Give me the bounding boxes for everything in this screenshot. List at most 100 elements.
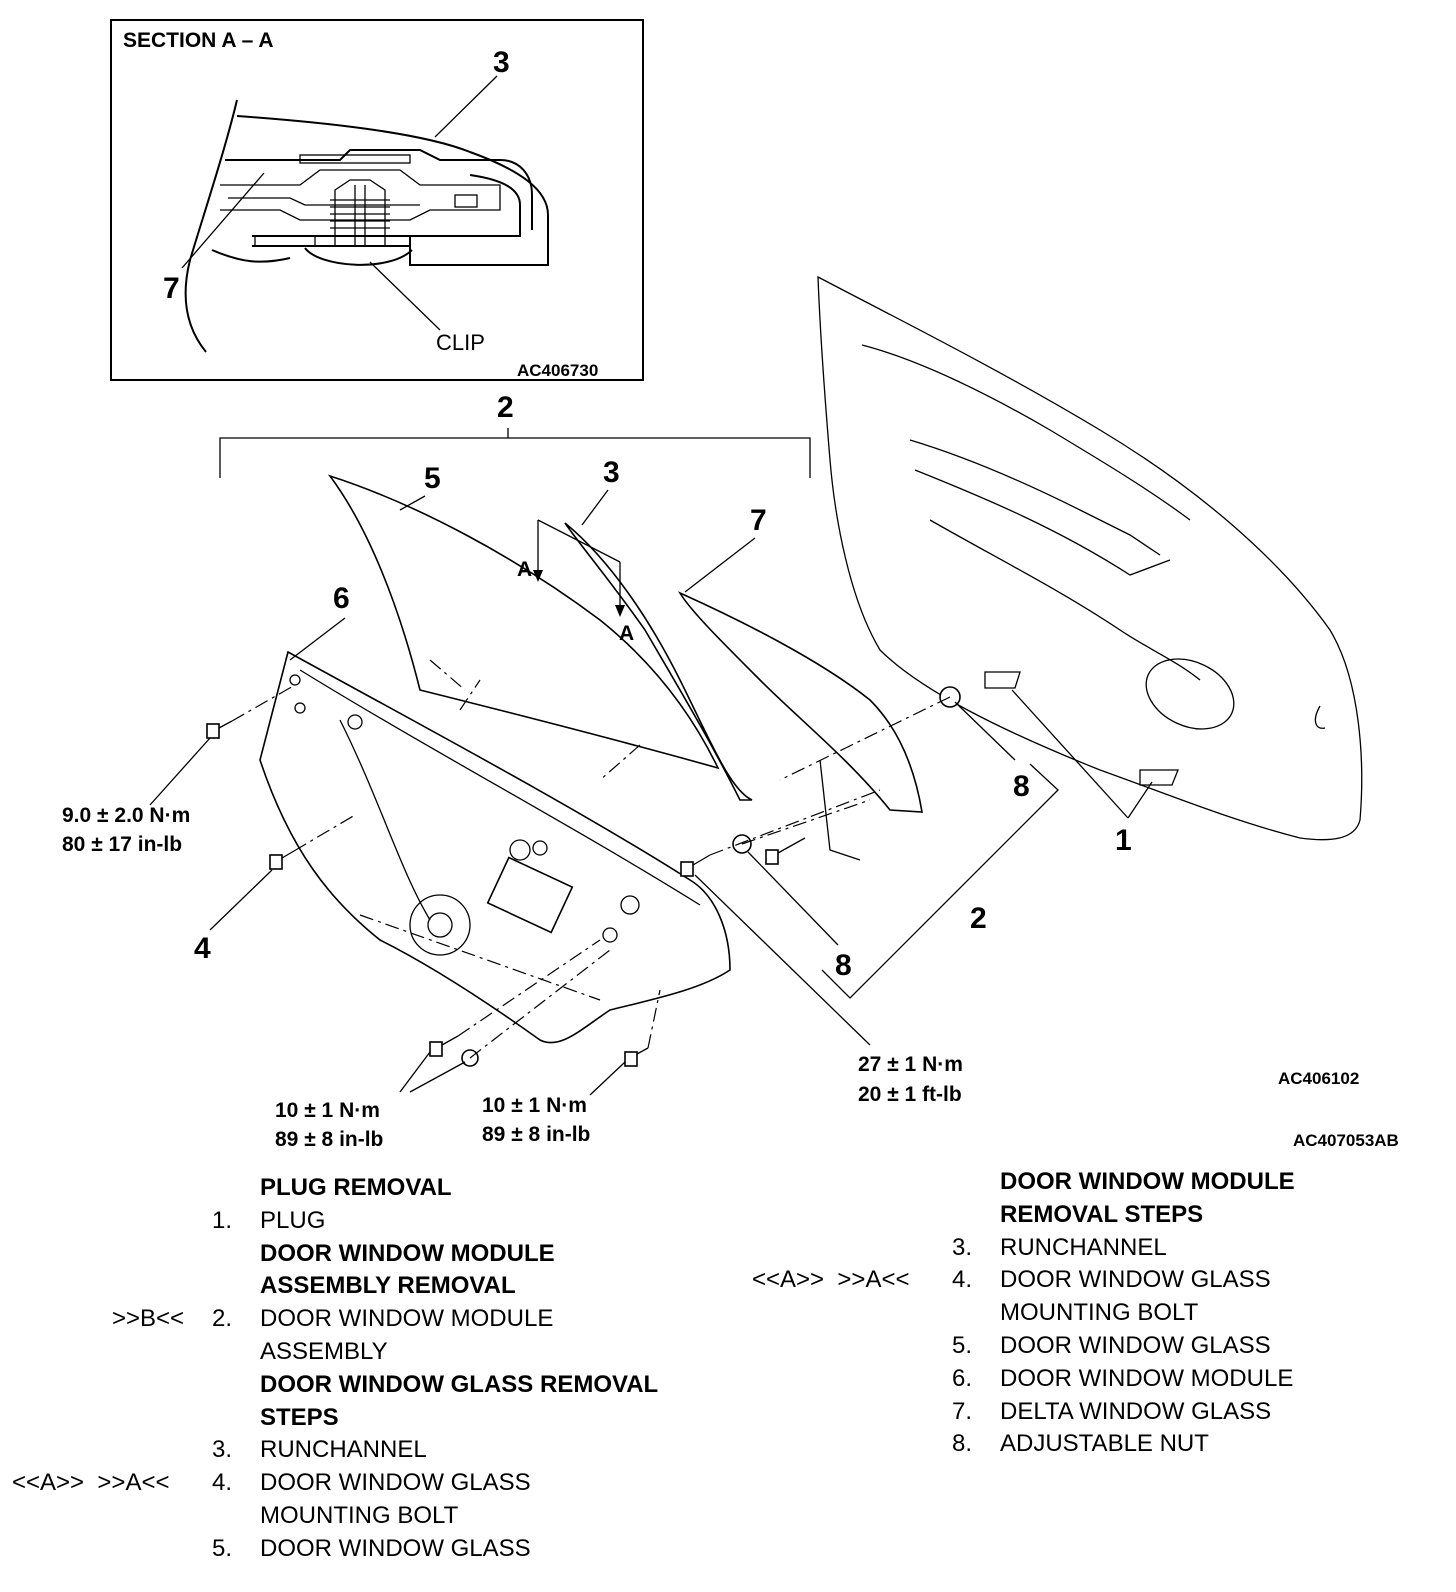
step-item: <<A>> >>A<<4.DOOR WINDOW GLASS [740,1264,1440,1297]
step-heading-text: ASSEMBLY REMOVAL [260,1272,516,1300]
section-mark-a-left: A [517,558,532,581]
window-motor [486,856,574,934]
delta-window-glass-7 [678,591,923,813]
step-heading: DOOR WINDOW MODULE [0,1238,740,1271]
exploded-diagram: SECTION A – A 3 7 CLIP AC406730 [62,19,1399,1151]
step-procedure-mark: <<A>> >>A<< [12,1469,170,1497]
steps-left-list: PLUG REMOVAL 1. PLUG DOOR WINDOW MODULE ASSE… [0,1172,740,1566]
inset-title: SECTION A – A [123,29,274,52]
step-number: 5. [212,1534,233,1562]
torque-2-inlb: 89 ± 8 in-lb [275,1128,383,1151]
step-item: 6.DOOR WINDOW MODULE [740,1363,1440,1396]
step-item: 1. PLUG [0,1205,740,1238]
inset-leader-3 [434,75,498,138]
door-inner-panel [817,275,1363,841]
step-item: >>B<< 2. DOOR WINDOW MODULE [0,1303,740,1336]
inset-clip-label: CLIP [436,330,485,355]
torque-1-inlb: 80 ± 17 in-lb [62,833,182,856]
step-text: MOUNTING BOLT [260,1501,459,1529]
torque-3-inlb: 89 ± 8 in-lb [482,1123,590,1146]
step-heading-text: REMOVAL STEPS [1000,1200,1204,1228]
figure-code-1: AC406102 [1278,1069,1359,1088]
inset-leader-7 [181,172,265,269]
inset-clip-shape [304,247,413,266]
step-number: 5. [952,1331,973,1359]
step-number: 4. [212,1469,233,1497]
steps-right-list: DOOR WINDOW MODULE REMOVAL STEPS 3. RUNCHAN… [740,1166,1440,1461]
step-item: <<A>> >>A<< 4. DOOR WINDOW GLASS [0,1467,740,1500]
step-text: RUNCHANNEL [260,1436,427,1464]
callout-5: 5 [424,462,441,495]
step-item: 3. RUNCHANNEL [0,1434,740,1467]
step-heading: DOOR WINDOW GLASS REMOVAL [0,1369,740,1402]
step-number: 4. [952,1266,973,1294]
bolt-right [765,837,806,865]
callout-2-right: 2 [970,902,987,935]
step-text: DOOR WINDOW GLASS [260,1534,531,1562]
callout-1: 1 [1115,824,1132,857]
step-heading-text: DOOR WINDOW GLASS REMOVAL [260,1370,659,1398]
section-mark-a-right: A [619,622,634,645]
step-heading-text: DOOR WINDOW MODULE [1000,1168,1295,1195]
install-lines [231,684,951,1059]
callout-7: 7 [750,504,767,537]
torque-2-nm: 10 ± 1 N·m [275,1099,380,1122]
bracket-2-top [219,428,811,478]
inset-runchannel [236,115,549,266]
torque-3-nm: 10 ± 1 N·m [482,1094,587,1117]
door-window-glass [327,474,720,781]
step-number: 3. [952,1233,973,1261]
torque-4-ftlb: 20 ± 1 ft-lb [858,1083,962,1106]
step-heading-text: DOOR WINDOW MODULE [260,1239,555,1267]
step-heading: PLUG REMOVAL [0,1172,740,1205]
inset-callout-3: 3 [493,46,510,79]
callout-2-top: 2 [497,391,514,424]
step-heading: DOOR WINDOW MODULE [740,1166,1440,1199]
step-text: DOOR WINDOW MODULE [260,1305,554,1333]
bracket-2-right [821,763,1059,999]
leader-lines [149,489,1153,1096]
figure-code-2: AC407053AB [1293,1131,1399,1150]
step-text: DOOR WINDOW GLASS [1000,1331,1271,1359]
step-number: 8. [952,1430,973,1458]
step-text: DOOR WINDOW MODULE [1000,1364,1294,1392]
step-text: MOUNTING BOLT [1000,1299,1199,1327]
section-arrows [533,519,625,617]
inset-code: AC406730 [517,361,598,380]
step-procedure-mark: >>B<< [112,1305,185,1333]
step-item: 3. RUNCHANNEL [740,1232,1440,1265]
runchannel-3 [564,522,753,801]
step-item: MOUNTING BOLT [740,1297,1440,1330]
step-item: MOUNTING BOLT [0,1500,740,1533]
step-heading: ASSEMBLY REMOVAL [0,1270,740,1303]
inset-callout-7: 7 [163,272,180,305]
callout-8-lower: 8 [835,949,852,982]
step-item: 5. DOOR WINDOW GLASS [0,1533,740,1566]
bolt-4 [269,850,295,870]
step-heading: STEPS [0,1402,740,1435]
door-window-module-6 [259,650,731,1044]
step-text: DOOR WINDOW GLASS [260,1469,531,1497]
step-text: RUNCHANNEL [1000,1233,1167,1261]
step-heading-text: STEPS [260,1403,339,1431]
bolt-upper-left [206,720,233,739]
step-number: 7. [952,1397,973,1425]
plug-1-top [984,671,1021,689]
step-item: 5. DOOR WINDOW GLASS [740,1330,1440,1363]
callout-8-upper: 8 [1013,770,1030,803]
step-number: 3. [212,1436,233,1464]
step-item: 8.ADJUSTABLE NUT [740,1428,1440,1461]
step-number: 1. [212,1206,233,1234]
step-heading-text: PLUG REMOVAL [260,1174,452,1201]
inset-glass-edge [184,99,238,353]
bolt-lower-2 [624,1047,649,1067]
inset-leader-clip [369,261,441,331]
plug-1-bottom [1139,769,1179,786]
step-item: 7. DELTA WINDOW GLASS [740,1396,1440,1429]
step-text: PLUG [260,1206,326,1234]
callout-6: 6 [333,582,350,615]
callout-4: 4 [194,932,211,965]
step-text: DELTA WINDOW GLASS [1000,1397,1272,1425]
step-number: 2. [212,1305,233,1333]
torque-4-nm: 27 ± 1 N·m [858,1053,963,1076]
